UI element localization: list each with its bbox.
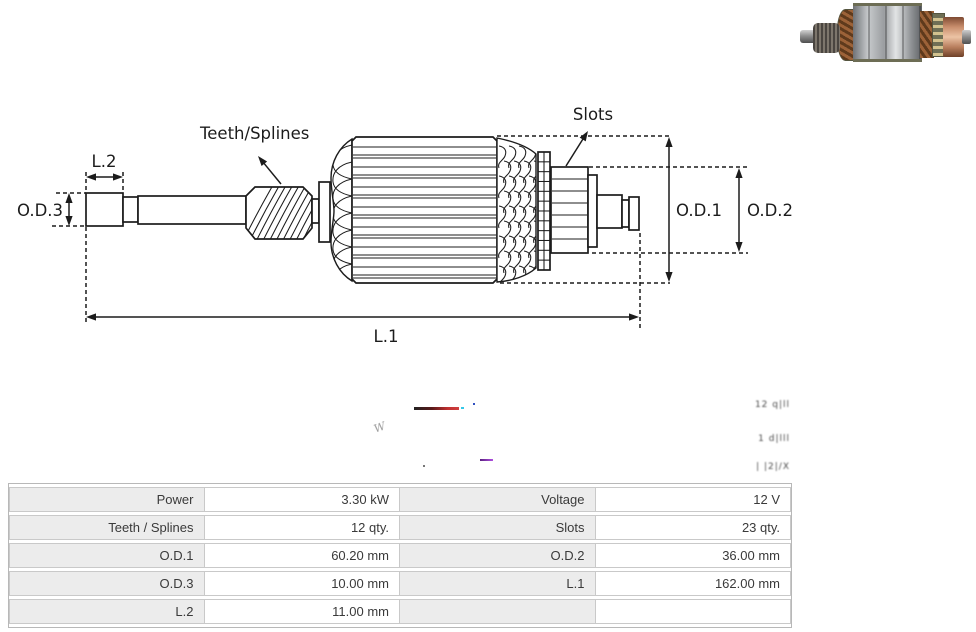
spec-value-cell: 10.00 mm [204, 571, 400, 596]
technical-drawing: O.D.3 L.2 Teeth/Splines Slots O.D.1 O.D.… [17, 105, 793, 346]
photo-core [853, 3, 922, 62]
label-l1: L.1 [374, 327, 399, 346]
spec-value-cell: 12 V [595, 487, 791, 512]
artifact-ghost-text-1: 12 q|ll [754, 400, 790, 410]
spec-table: Power 3.30 kW Voltage 12 V Teeth / Splin… [8, 483, 792, 628]
spline-section [245, 186, 313, 240]
shaft-groove [621, 199, 630, 228]
shaft-stub [311, 198, 320, 224]
photo-shaft-left [800, 30, 816, 43]
artifact-ghost-text-3: | |2|/X [756, 462, 790, 472]
photo-winding-right [920, 11, 934, 58]
shaft-end-cap [628, 196, 640, 231]
shaft-neck [122, 196, 139, 223]
spec-label-cell: Power [9, 487, 205, 512]
riser-segments [538, 161, 550, 261]
label-od3: O.D.3 [17, 201, 63, 220]
spec-value-cell [595, 599, 791, 624]
core-laminations [353, 146, 496, 279]
spec-value-cell: 162.00 mm [595, 571, 791, 596]
spec-label-cell: Slots [400, 515, 596, 540]
armature-core [351, 136, 498, 284]
spec-label-cell: O.D.1 [9, 543, 205, 568]
product-photo [798, 2, 972, 62]
spec-label-cell: L.2 [9, 599, 205, 624]
table-row: O.D.3 10.00 mm L.1 162.00 mm [9, 571, 791, 596]
label-teeth-splines: Teeth/Splines [199, 124, 309, 143]
photo-shaft-right [962, 30, 971, 44]
table-row: O.D.1 60.20 mm O.D.2 36.00 mm [9, 543, 791, 568]
photo-spline-gear [813, 23, 840, 53]
artifact-cyan-dot [461, 407, 464, 409]
table-row: Power 3.30 kW Voltage 12 V [9, 487, 791, 512]
artifact-red-dash [414, 407, 459, 410]
main-shaft [137, 195, 247, 225]
collar [318, 181, 331, 243]
shaft-right [596, 194, 623, 229]
shaft-end-left [85, 192, 124, 227]
label-od1: O.D.1 [676, 201, 722, 220]
label-l2: L.2 [92, 152, 117, 171]
end-winding-right [496, 137, 537, 283]
spec-value-cell: 23 qty. [595, 515, 791, 540]
dimension-arrows [65, 131, 743, 321]
artifact-ghost-text-2: 1 d|lll [758, 434, 790, 444]
spec-value-cell: 60.20 mm [204, 543, 400, 568]
spec-label-cell [400, 599, 596, 624]
spec-label-cell: L.1 [400, 571, 596, 596]
commutator-bars [552, 178, 587, 240]
spec-label-cell: O.D.3 [9, 571, 205, 596]
artifact-blue-dot [473, 403, 475, 405]
commutator [550, 166, 589, 254]
commutator-flange [587, 174, 598, 248]
spec-label-cell: O.D.2 [400, 543, 596, 568]
spec-label-cell: Voltage [400, 487, 596, 512]
label-slots: Slots [573, 105, 613, 124]
table-row: Teeth / Splines 12 qty. Slots 23 qty. [9, 515, 791, 540]
spec-value-cell: 12 qty. [204, 515, 400, 540]
spec-value-cell: 11.00 mm [204, 599, 400, 624]
photo-commutator [943, 17, 964, 57]
table-row: L.2 11.00 mm [9, 599, 791, 624]
end-winding-right-texture [498, 145, 536, 282]
photo-core-slot-lines [853, 6, 922, 59]
artifact-purple-dash [480, 459, 493, 461]
spec-value-cell: 36.00 mm [595, 543, 791, 568]
label-od2: O.D.2 [747, 201, 793, 220]
artifact-gray-dot [423, 465, 425, 467]
spec-value-cell: 3.30 kW [204, 487, 400, 512]
spec-label-cell: Teeth / Splines [9, 515, 205, 540]
